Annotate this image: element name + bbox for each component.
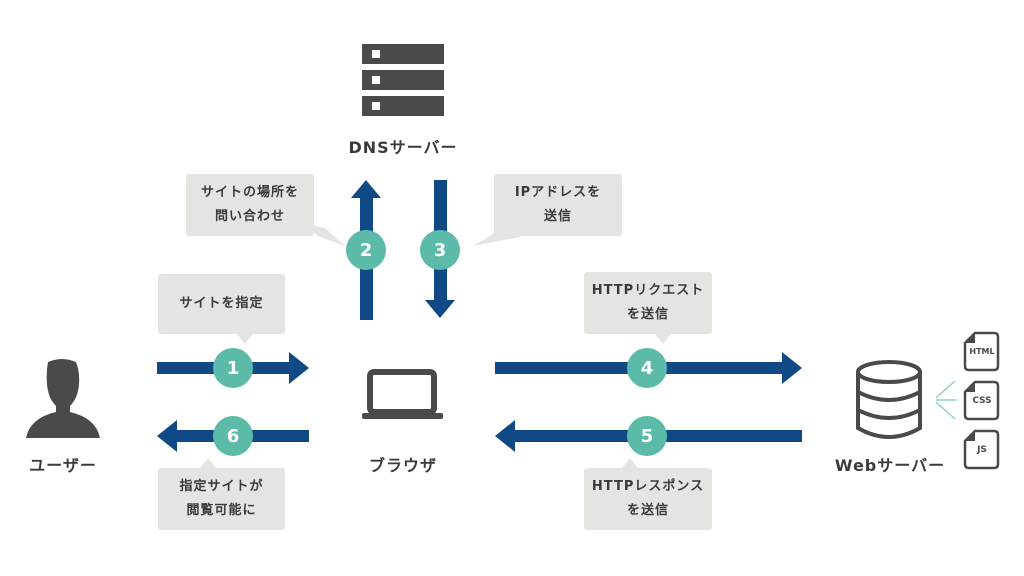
laptop-icon bbox=[362, 369, 443, 419]
step-4-text-line1: HTTPリクエスト bbox=[591, 283, 705, 298]
step-3-text-line2: 送信 bbox=[543, 209, 572, 224]
css-file-icon bbox=[963, 380, 1000, 421]
step-6-bubble: 指定サイトが 閲覧可能に bbox=[158, 468, 285, 530]
file-connector-lines bbox=[935, 380, 957, 420]
step-3-bubble: IPアドレスを 送信 bbox=[494, 174, 622, 236]
step-2-badge: 2 bbox=[346, 230, 386, 270]
step-1-text: サイトを指定 bbox=[179, 296, 264, 311]
step-6-badge: 6 bbox=[213, 416, 253, 456]
browser-label: ブラウザ bbox=[368, 456, 437, 475]
file-label-js: JS bbox=[977, 445, 987, 455]
step-6-text-line1: 指定サイトが bbox=[179, 479, 264, 494]
database-icon bbox=[856, 360, 922, 439]
step-2-bubble: サイトの場所を 問い合わせ bbox=[186, 174, 314, 236]
web-server-label: Webサーバー bbox=[834, 456, 946, 475]
bubble-tail-4 bbox=[655, 334, 671, 344]
step-5-bubble: HTTPレスポンス を送信 bbox=[584, 468, 712, 530]
person-icon bbox=[26, 359, 100, 438]
bubble-tail-1 bbox=[237, 334, 253, 344]
step-2-text-line2: 問い合わせ bbox=[214, 209, 285, 224]
step-4-text-line2: を送信 bbox=[626, 307, 669, 322]
step-5-text-line1: HTTPレスポンス bbox=[591, 479, 705, 494]
step-5-badge: 5 bbox=[627, 416, 667, 456]
file-label-html: HTML bbox=[969, 347, 995, 356]
html-file-icon bbox=[963, 331, 1000, 372]
step-5-text-line2: を送信 bbox=[626, 503, 669, 518]
step-4-badge: 4 bbox=[627, 348, 667, 388]
server-rack-icon bbox=[362, 44, 444, 116]
js-file-icon bbox=[963, 429, 1000, 470]
step-1-badge: 1 bbox=[213, 348, 253, 388]
step-2-text-line1: サイトの場所を bbox=[200, 185, 299, 200]
bubble-tail-6 bbox=[200, 458, 216, 468]
step-4-bubble: HTTPリクエスト を送信 bbox=[584, 272, 712, 334]
file-label-css: CSS bbox=[972, 396, 992, 406]
step-1-bubble: サイトを指定 bbox=[158, 274, 285, 334]
dns-server-label: DNSサーバー bbox=[348, 138, 458, 157]
bubble-tail-5 bbox=[622, 458, 638, 468]
step-3-badge: 3 bbox=[420, 230, 460, 270]
user-label: ユーザー bbox=[29, 456, 97, 475]
step-3-text-line1: IPアドレスを bbox=[514, 185, 602, 200]
step-6-text-line2: 閲覧可能に bbox=[186, 503, 257, 518]
